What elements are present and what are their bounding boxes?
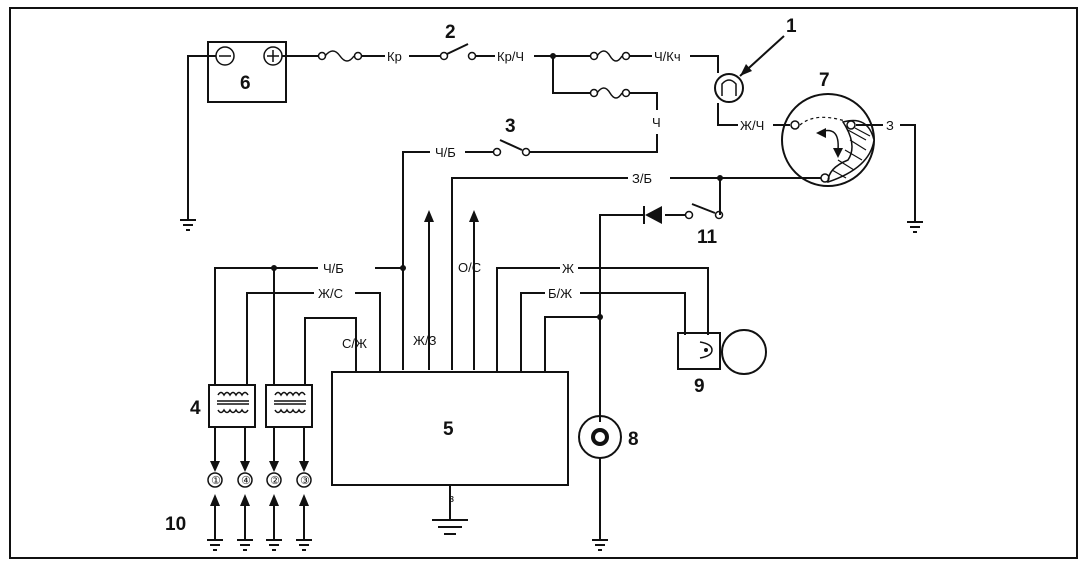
fuse-main [317,50,363,62]
label-ignition-switch: 2 [445,22,456,43]
battery: 6 [207,41,287,103]
label-oil-switch: 11 [697,227,718,248]
warning-lamp [714,73,744,103]
label-knock-sensor: 8 [628,429,639,450]
label-sensor: 9 [694,376,705,397]
label-wire-kr-ch: Кр/Ч [497,49,524,64]
label-wire-zh-ch: Ж/Ч [740,118,764,133]
diode [643,206,662,224]
svg-text:②: ② [270,475,280,487]
label-wire-ch: Ч [652,115,661,130]
label-ignition-coils: 4 [190,398,201,419]
label-wire-z-ecu: з [449,493,454,505]
wire-battery-negative [187,55,216,220]
label-wire-o-s: О/С [458,260,481,275]
diagram-frame [9,7,1078,559]
label-wire-b-zh: Б/Ж [548,286,572,301]
svg-text:①: ① [211,475,221,487]
label-battery: 6 [240,73,251,94]
label-wire-zh: Ж [562,261,574,276]
label-wire-s-zh: С/Ж [342,336,367,351]
label-control-unit: 5 [443,419,454,440]
spark-plugs [207,494,312,551]
fuse-lamp [589,50,631,62]
label-wire-z-right: З [886,118,894,133]
label-spark-plugs: 10 [165,514,186,535]
switch-ignition [439,43,477,61]
ground-ecu [432,519,468,535]
cylinder-marker-2: ② [266,472,282,488]
label-wire-ch-b-top: Ч/Б [435,145,456,160]
cylinder-marker-1: ① [207,472,223,488]
ground-distributor [907,221,923,233]
svg-text:④: ④ [241,475,251,487]
label-wire-kr: Кр [387,49,402,64]
label-lamp: 1 [786,16,797,37]
label-wire-ch-b-left: Ч/Б [323,261,344,276]
label-wire-ch-kch: Ч/Кч [654,49,681,64]
svg-text:③: ③ [300,475,310,487]
cylinder-marker-3: ③ [296,472,312,488]
label-wire-zh-z: Ж/З [413,333,437,348]
ignition-coil-1 [208,384,256,428]
label-wire-zh-s: Ж/С [318,286,343,301]
switch-oil [684,203,724,220]
ignition-coil-2 [265,384,313,428]
cylinder-marker-4: ④ [237,472,253,488]
ground-battery [180,219,196,231]
label-distributor: 7 [819,70,830,91]
ground-knock-sensor [592,539,608,551]
label-start-switch: 3 [505,116,516,137]
distributor [781,93,875,187]
fuse-branch [589,87,631,99]
label-wire-z-b: З/Б [632,171,652,186]
speed-sensor [677,329,767,375]
switch-start [492,139,531,157]
knock-sensor [578,415,622,459]
